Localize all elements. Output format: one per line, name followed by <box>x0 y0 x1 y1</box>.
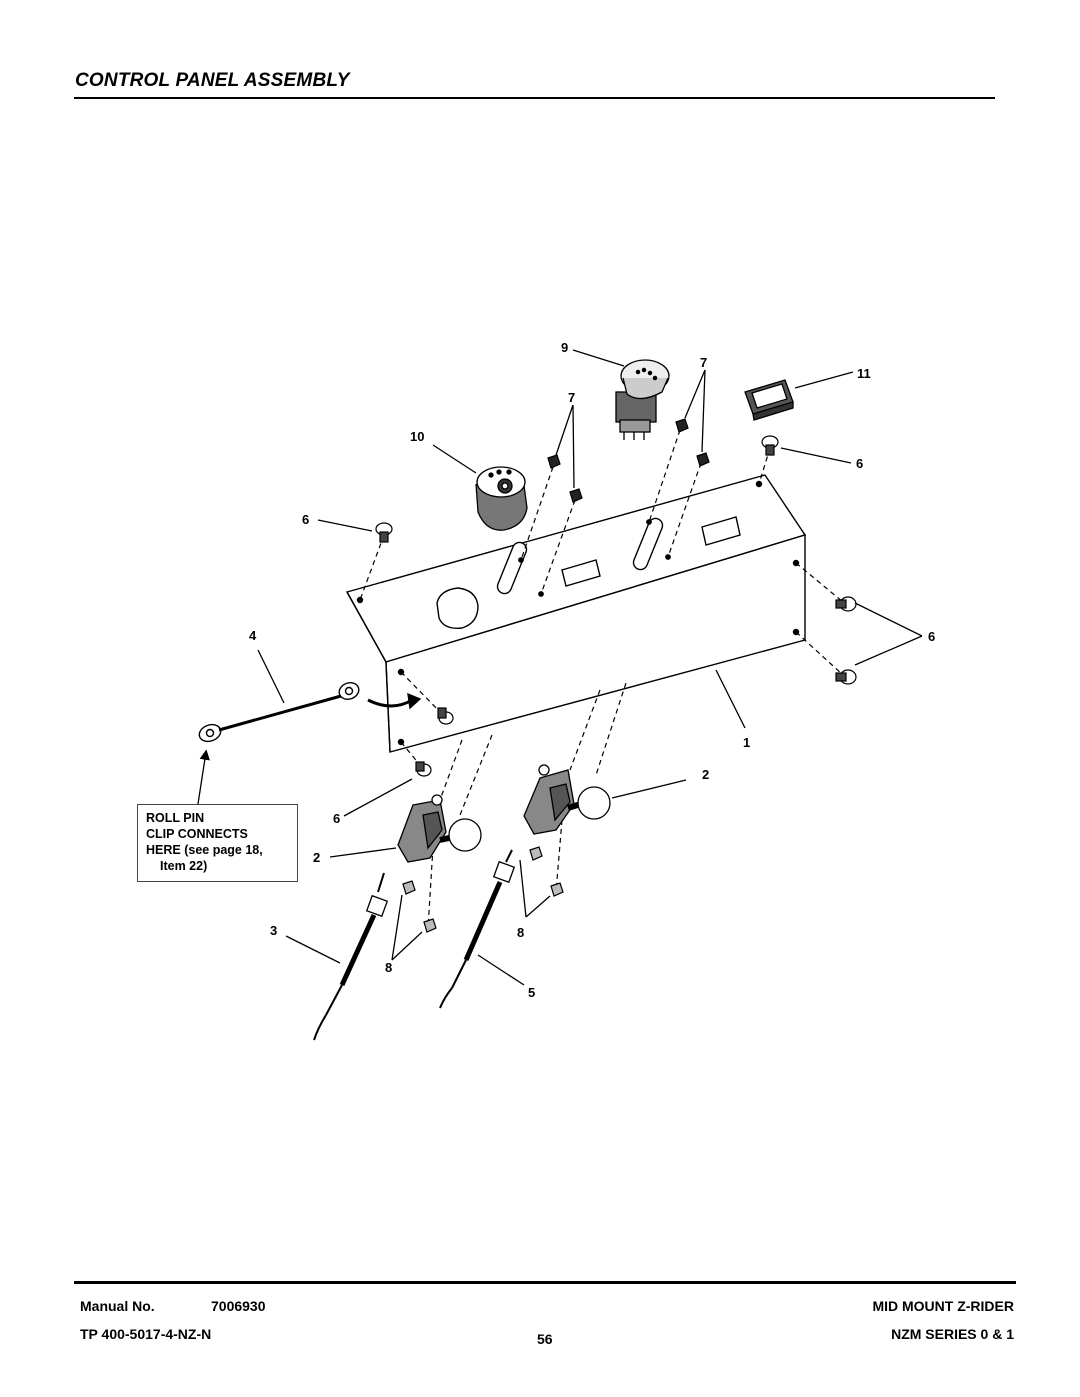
ignition-switch <box>475 466 528 531</box>
nut-8 <box>529 846 543 861</box>
title-divider <box>74 97 995 99</box>
callout-2-left: 2 <box>313 850 320 865</box>
nut-7 <box>696 452 710 467</box>
note-line: ROLL PIN <box>146 811 205 825</box>
control-lever-left <box>397 794 482 863</box>
page-title: CONTROL PANEL ASSEMBLY <box>75 70 350 91</box>
nut-8 <box>423 918 437 933</box>
tp-code: TP 400-5017-4-NZ-N <box>80 1326 212 1342</box>
nut-8 <box>550 882 564 897</box>
callout-6-lower: 6 <box>333 811 340 826</box>
callout-2-right: 2 <box>702 767 709 782</box>
assembly-lines <box>359 429 844 929</box>
nut-8 <box>402 880 416 895</box>
control-lever-right <box>523 764 611 835</box>
roll-pin-note: ROLL PIN CLIP CONNECTS HERE (see page 18… <box>137 804 298 882</box>
callout-3: 3 <box>270 923 277 938</box>
callout-leaders <box>197 349 923 986</box>
callout-9: 9 <box>561 340 568 355</box>
product-name: MID MOUNT Z-RIDER <box>872 1298 1014 1314</box>
callout-1: 1 <box>743 735 750 750</box>
callout-7-right: 7 <box>700 355 707 370</box>
note-line: HERE (see page 18, <box>146 843 263 857</box>
note-line: Item 22) <box>160 859 208 873</box>
callout-10: 10 <box>410 429 424 444</box>
screw-6-front <box>437 707 454 725</box>
screw-6-top-right <box>761 435 779 456</box>
callout-5: 5 <box>528 985 535 1000</box>
manual-number: 7006930 <box>211 1298 266 1314</box>
manual-label: Manual No. <box>80 1298 155 1314</box>
control-rod-right <box>439 849 516 1009</box>
control-panel-plate <box>345 474 807 753</box>
screw-6-lower <box>415 761 432 777</box>
callout-6-upper-right: 6 <box>856 456 863 471</box>
callout-11: 11 <box>857 366 871 381</box>
callout-4: 4 <box>249 628 257 643</box>
callout-6-upper-left: 6 <box>302 512 309 527</box>
fasteners <box>375 418 857 933</box>
callout-7-left: 7 <box>568 390 575 405</box>
callout-8-left: 8 <box>385 960 392 975</box>
control-rod-left <box>313 872 389 1041</box>
callout-8-right: 8 <box>517 925 524 940</box>
hour-meter <box>744 379 794 421</box>
nut-7 <box>675 418 689 433</box>
callout-6-right: 6 <box>928 629 935 644</box>
pto-switch <box>615 359 670 440</box>
screw-6-right-upper <box>835 596 857 612</box>
linkage-rod <box>198 682 422 743</box>
nut-7 <box>569 488 583 503</box>
nut-7 <box>547 454 561 469</box>
note-line: CLIP CONNECTS <box>146 827 248 841</box>
series-name: NZM SERIES 0 & 1 <box>891 1326 1014 1342</box>
footer-divider <box>74 1281 1016 1284</box>
screw-6-top-left <box>375 522 393 543</box>
screw-6-right-lower <box>835 669 857 685</box>
page-number: 56 <box>537 1331 553 1347</box>
